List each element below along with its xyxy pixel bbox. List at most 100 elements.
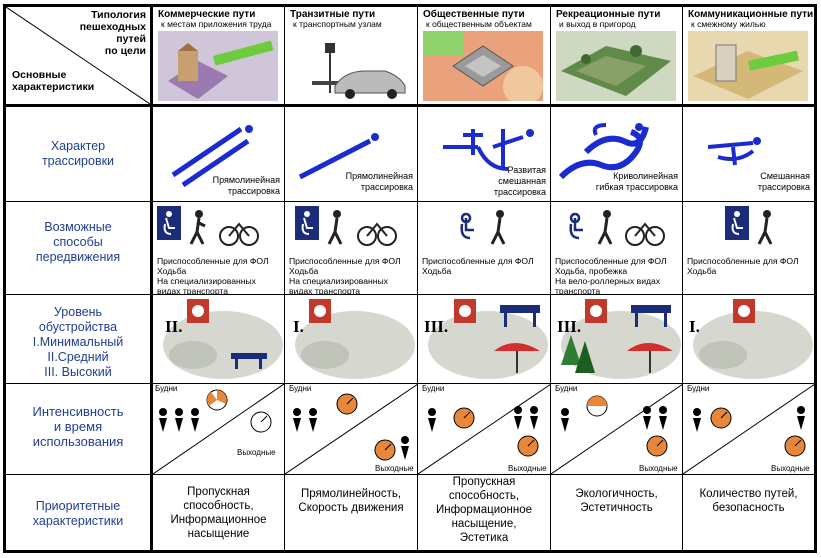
- label-line: Интенсивность: [32, 404, 124, 419]
- label-line: использования: [32, 434, 124, 449]
- label-line: и время: [53, 419, 103, 434]
- priority-line: Пропускная: [187, 486, 250, 498]
- intensity-diagram: [153, 384, 284, 474]
- corner-diagonal: [6, 7, 150, 104]
- weekend-label: Выходные: [237, 448, 276, 457]
- weekend-label: Выходные: [771, 464, 810, 473]
- communication-illustration: [688, 31, 808, 101]
- movement-line: Ходьба: [687, 266, 717, 276]
- label-line: Уровень: [53, 305, 103, 319]
- priority-row: Приоритетные характеристики Пропускная с…: [6, 475, 814, 550]
- weekend-label: Выходные: [508, 464, 547, 473]
- movement-line: Ходьба: [422, 266, 452, 276]
- corner-top-3: путей: [116, 33, 146, 45]
- priority-line: Экологичность,: [575, 488, 658, 500]
- intensity-diagram: [418, 384, 550, 474]
- column-subtitle: к местам приложения труда: [161, 19, 272, 29]
- trace-cell-commercial: Прямолинейная трассировка: [153, 107, 284, 201]
- level-cell-communication: I.: [682, 295, 814, 383]
- level-cell-commercial: II.: [153, 295, 284, 383]
- trace-label-line: Смешанная: [760, 171, 810, 181]
- corner-top-4: по цели: [104, 45, 146, 57]
- priority-cell-recreational: Экологичность, Эстетичность: [550, 475, 682, 550]
- level-roman: III.: [557, 317, 582, 336]
- movement-line: Ходьба: [157, 266, 187, 276]
- movement-row-label: Возможные способы передвижения: [6, 220, 150, 265]
- trace-label-line: гибкая трассировка: [595, 182, 678, 192]
- movement-cell-recreational: Приспособленные для ФОЛ Ходьба, пробежка…: [550, 202, 682, 294]
- level-row: Уровень обустройства I.Минимальный II.Ср…: [6, 295, 814, 383]
- col-header-recreational: Рекреационные пути и выход в пригород: [550, 7, 682, 104]
- header-row: Типология пешеходных путей по цели Основ…: [6, 7, 814, 104]
- level-cell-public: III.: [417, 295, 550, 383]
- priority-cell-communication: Количество путей, безопасность: [682, 475, 814, 550]
- movement-line: видах транспорта: [289, 286, 361, 294]
- paving-illustration: [561, 299, 681, 379]
- paving-illustration: [693, 299, 813, 379]
- column-title: Общественные пути: [423, 9, 525, 20]
- intensity-cell-commercial: Будни Выходные: [153, 384, 284, 474]
- label-line: способы: [53, 235, 103, 249]
- priority-line: способность,: [448, 490, 520, 502]
- weekday-label: Будни: [687, 384, 710, 393]
- label-line: обустройства: [38, 320, 118, 334]
- weekday-label: Будни: [422, 384, 445, 393]
- trace-label-line: трассировка: [360, 182, 413, 192]
- movement-line: Приспособленные для ФОЛ: [555, 256, 667, 266]
- priority-cell-commercial: Пропускная способность, Информационное н…: [153, 475, 284, 550]
- column-subtitle: к общественным объектам: [426, 19, 532, 29]
- level-roman: III.: [424, 317, 449, 336]
- column-title: Коммерческие пути: [158, 9, 256, 20]
- priority-line: Скорость движения: [298, 502, 404, 514]
- movement-row: Возможные способы передвижения Приспособ…: [6, 202, 814, 294]
- trace-label-line: смешанная: [498, 176, 546, 186]
- intensity-cell-transit: Будни Выходные: [284, 384, 417, 474]
- intensity-cell-public: Будни Выходные: [417, 384, 550, 474]
- priority-line: насыщение: [187, 528, 250, 540]
- corner-top-1: Типология: [91, 9, 146, 21]
- priority-cell-public: Пропускная способность, Информационное н…: [417, 475, 550, 550]
- movement-cell-transit: Приспособленные для ФОЛ Ходьба На специа…: [284, 202, 417, 294]
- movement-line: На специализированных: [157, 276, 256, 286]
- trace-row: Характер трассировки Прямолинейная трасс…: [6, 107, 814, 201]
- level-roman: I.: [689, 317, 700, 336]
- column-subtitle: к транспортным узлам: [293, 19, 382, 29]
- transport-icons: [725, 206, 773, 245]
- trace-cell-communication: Смешанная трассировка: [682, 107, 814, 201]
- movement-line: На вело-роллерных видах: [555, 276, 661, 286]
- trace-label-line: Развитая: [507, 165, 546, 175]
- priority-line: безопасность: [712, 502, 785, 514]
- row-divider: [6, 474, 814, 475]
- movement-line: Приспособленные для ФОЛ: [289, 256, 401, 266]
- trace-label-line: трассировка: [493, 187, 546, 197]
- trace-row-label: Характер трассировки: [6, 139, 150, 169]
- transport-icons: [569, 210, 665, 246]
- paving-illustration: [163, 299, 283, 379]
- trace-label-line: Прямолинейная: [345, 171, 413, 181]
- row-divider: [6, 383, 814, 384]
- label-line: I.Минимальный: [32, 335, 124, 349]
- label-line: II.Средний: [47, 350, 109, 364]
- level-roman: I.: [293, 317, 304, 336]
- priority-line: Эстетичность: [580, 502, 653, 514]
- label-line: Характер: [50, 139, 106, 153]
- priority-line: Информационное: [170, 514, 267, 526]
- movement-line: Приспособленные для ФОЛ: [687, 256, 799, 266]
- column-title: Рекреационные пути: [556, 9, 661, 20]
- column-title: Коммуникационные пути: [688, 9, 814, 20]
- weekend-label: Выходные: [375, 464, 414, 473]
- mixed-trace-icon: [707, 137, 761, 166]
- intensity-diagram: [551, 384, 682, 474]
- priority-row-label: Приоритетные характеристики: [6, 499, 150, 529]
- weekday-label: Будни: [555, 384, 578, 393]
- straight-trace-icon: [298, 133, 379, 180]
- paving-illustration: [295, 299, 415, 379]
- label-line: Возможные: [44, 220, 112, 234]
- corner-top-2: пешеходных: [79, 21, 146, 33]
- mixed-trace-icon: [443, 129, 534, 171]
- trace-label-line: Криволинейная: [613, 171, 678, 181]
- trace-label-line: трассировка: [227, 186, 280, 196]
- trace-cell-public: Развитая смешанная трассировка: [417, 107, 550, 201]
- trace-label-line: трассировка: [757, 182, 810, 192]
- intensity-cell-recreational: Будни Выходные: [550, 384, 682, 474]
